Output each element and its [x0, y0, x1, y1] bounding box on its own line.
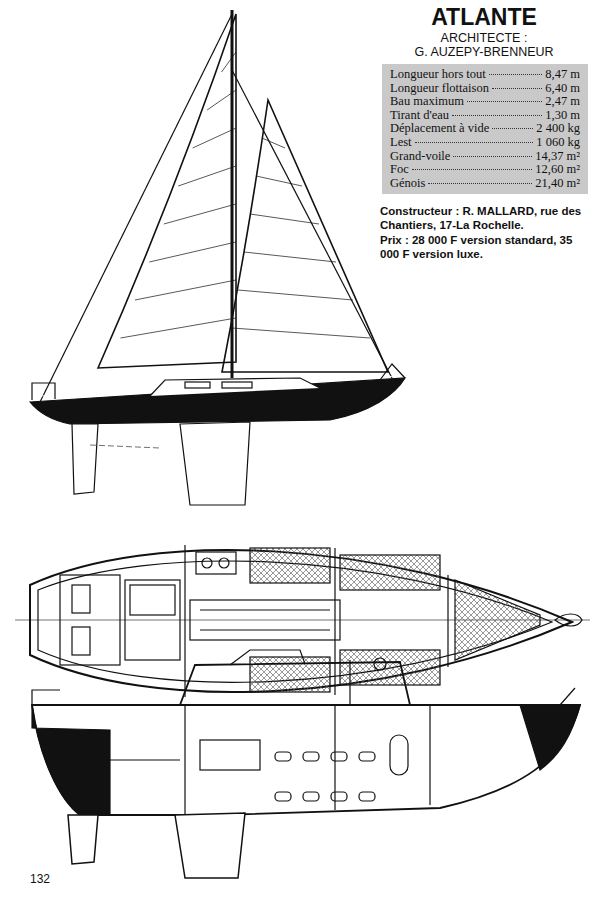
- dot-leader: [453, 156, 532, 157]
- spec-row: Longueur hors tout 8,47 m: [390, 68, 580, 82]
- spec-row: Génois 21,40 m²: [390, 177, 580, 191]
- spec-name: Déplacement à vide: [390, 122, 489, 136]
- spec-name: Foc: [390, 163, 409, 177]
- spec-value: 14,37 m²: [535, 150, 580, 164]
- dot-leader: [489, 74, 542, 75]
- spec-name: Longueur hors tout: [390, 68, 486, 82]
- dot-leader: [492, 88, 542, 89]
- deck-plan: [15, 545, 590, 697]
- spec-value: 1 060 kg: [536, 136, 580, 150]
- dot-leader: [452, 115, 542, 116]
- spec-value: 2 400 kg: [536, 122, 580, 136]
- spec-value: 8,47 m: [545, 68, 580, 82]
- spec-name: Grand-voile: [390, 150, 450, 164]
- dot-leader: [412, 169, 533, 170]
- spec-value: 1,30 m: [545, 109, 580, 123]
- spec-row: Longueur flottaison 6,40 m: [390, 82, 580, 96]
- spec-row: Foc 12,60 m²: [390, 163, 580, 177]
- spec-row: Grand-voile 14,37 m²: [390, 150, 580, 164]
- spec-value: 6,40 m: [545, 82, 580, 96]
- spec-value: 2,47 m: [545, 95, 580, 109]
- text-label: G. AUZEPY-BRENNEUR: [380, 45, 588, 59]
- dot-leader: [428, 183, 532, 184]
- dot-leader: [467, 101, 542, 102]
- spec-name: Longueur flottaison: [390, 82, 489, 96]
- text-label: Prix : 28 000 F version standard, 35 000…: [380, 233, 588, 261]
- spec-name: Bau maximum: [390, 95, 464, 109]
- text-label: ARCHITECTE :: [380, 31, 588, 45]
- spec-row: Déplacement à vide 2 400 kg: [390, 122, 580, 136]
- spec-row: Bau maximum 2,47 m: [390, 95, 580, 109]
- spec-row: Lest 1 060 kg: [390, 136, 580, 150]
- spec-name: Génois: [390, 177, 425, 191]
- dot-leader: [492, 128, 533, 129]
- spec-name: Lest: [390, 136, 412, 150]
- spec-row: Tirant d'eau 1,30 m: [390, 109, 580, 123]
- text-label: 132: [30, 872, 50, 886]
- profile-section: [32, 650, 580, 878]
- text-label: Constructeur : R. MALLARD, rue des Chant…: [380, 204, 588, 232]
- spec-name: Tirant d'eau: [390, 109, 449, 123]
- title: ATLANTE: [380, 4, 588, 31]
- dot-leader: [415, 142, 534, 143]
- spec-table: Longueur hors tout8,47 mLongueur flottai…: [382, 64, 588, 194]
- sail-plan: [30, 10, 405, 505]
- spec-value: 12,60 m²: [535, 163, 580, 177]
- spec-value: 21,40 m²: [535, 177, 580, 191]
